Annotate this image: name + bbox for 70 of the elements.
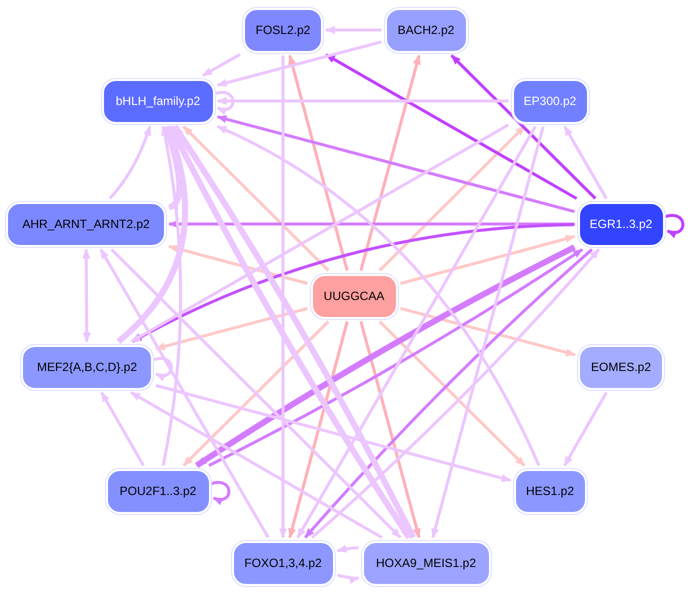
arrow	[450, 54, 596, 200]
arrow	[400, 234, 576, 285]
arrow	[279, 56, 287, 538]
arrow	[130, 124, 510, 343]
arrow	[337, 574, 360, 584]
arrow	[168, 244, 308, 285]
arrow	[156, 384, 512, 482]
gene-node	[362, 540, 490, 586]
arrow	[130, 391, 383, 539]
arrow	[296, 126, 537, 538]
gene-node	[514, 468, 586, 514]
gene-node	[578, 344, 664, 390]
node-label: EP300.p2	[524, 94, 576, 108]
gene-node	[512, 78, 588, 124]
arrow	[336, 544, 359, 553]
motif-node	[310, 274, 398, 318]
arrow	[325, 26, 382, 34]
gene-node	[243, 8, 323, 52]
arrow	[359, 54, 421, 271]
arrow	[216, 115, 575, 214]
arrow	[288, 321, 349, 538]
node-label: bHLH_family.p2	[116, 94, 200, 108]
arrow	[160, 126, 182, 466]
arrow	[132, 223, 575, 343]
arrow	[100, 392, 145, 466]
gene-node	[384, 8, 468, 52]
gene-node	[21, 344, 153, 390]
arrow	[431, 126, 545, 538]
arrow	[378, 320, 526, 467]
gene-node	[6, 202, 166, 246]
arrow	[563, 126, 608, 200]
arrow	[216, 125, 540, 466]
arrow	[182, 125, 330, 272]
node-label: HOXA9_MEIS1.p2	[376, 556, 476, 570]
node-label: EOMES.p2	[590, 360, 652, 374]
self-loop-arrow	[152, 357, 173, 380]
node-label: HES1.p2	[526, 484, 574, 498]
arrow	[216, 40, 382, 87]
arrow	[163, 126, 182, 210]
node-label: MEF2{A,B,C,D}.p2	[36, 360, 138, 374]
arrow	[563, 392, 608, 466]
gene-node	[102, 78, 214, 124]
arrow	[108, 126, 152, 200]
arrow	[100, 248, 270, 538]
arrow	[116, 126, 188, 344]
node-label: EGR1..3.p2	[590, 217, 652, 231]
arrow	[110, 248, 402, 539]
node-label: BACH2.p2	[398, 23, 454, 37]
arrow	[82, 248, 91, 342]
node-label: AHR_ARNT_ARNT2.p2	[22, 217, 150, 231]
self-loop-arrow	[214, 91, 234, 114]
node-label: FOSL2.p2	[256, 23, 310, 37]
arrow	[182, 320, 330, 467]
arrow	[216, 97, 508, 105]
arrow	[400, 306, 576, 356]
arrow	[359, 321, 421, 538]
self-loop-arrow	[210, 481, 230, 504]
gene-node	[106, 468, 210, 514]
gene-node	[578, 202, 664, 246]
arrow	[202, 53, 241, 77]
arrow	[325, 53, 578, 200]
self-loop-arrow	[664, 214, 684, 238]
node-label: UUGGCAA	[324, 289, 384, 303]
node-label: FOXO1,3,4.p2	[244, 556, 322, 570]
arrow	[378, 125, 526, 272]
arrow	[288, 54, 349, 271]
node-label: POU2F1..3.p2	[120, 484, 196, 498]
arrow	[155, 306, 308, 350]
gene-node	[232, 540, 334, 586]
arrow	[168, 220, 574, 228]
